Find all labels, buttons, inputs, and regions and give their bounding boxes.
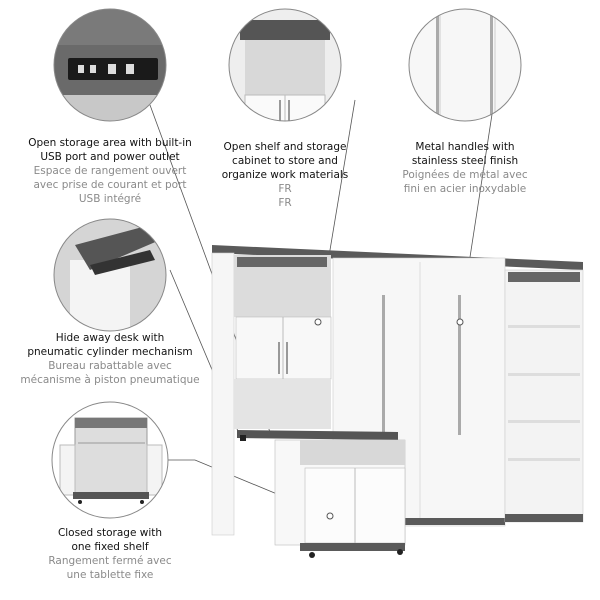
zoom-circle-handles xyxy=(409,9,521,121)
feature-usb: Open storage area with built-in USB port… xyxy=(28,137,192,205)
feature-handles: Metal handles with stainless steel finis… xyxy=(402,141,528,195)
feature-storage: Closed storage with one fixed shelf Rang… xyxy=(48,527,172,581)
feature-desk: Hide away desk with pneumatic cylinder m… xyxy=(20,332,200,386)
feature-shelf: Open shelf and storage cabinet to store … xyxy=(221,141,349,209)
zoom-circle-storage xyxy=(52,402,168,518)
zoom-circle-shelf xyxy=(229,9,341,121)
zoom-circle-desk xyxy=(54,219,166,331)
zoom-circle-usb-outlet xyxy=(54,9,166,121)
murphy-bed-unit xyxy=(211,245,584,558)
